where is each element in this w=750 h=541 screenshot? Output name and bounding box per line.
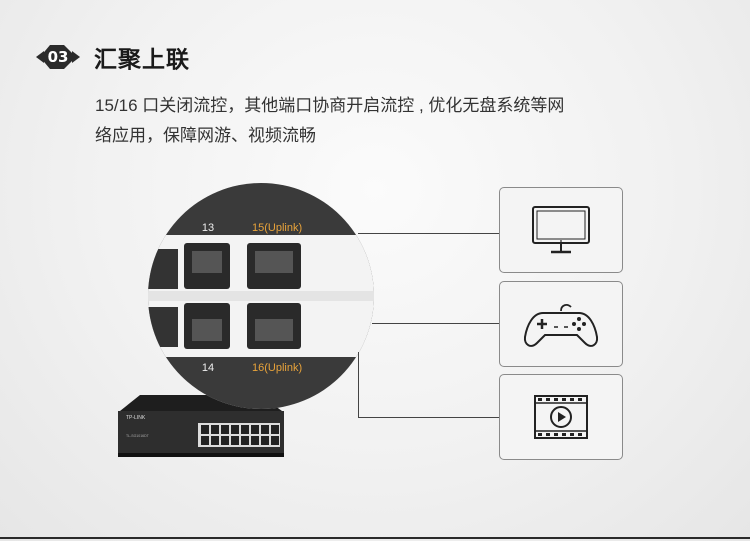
- port-number-14: 14: [202, 362, 214, 374]
- switch-port: [201, 425, 209, 434]
- switch-port: [231, 436, 239, 445]
- switch-port: [251, 425, 259, 434]
- switch-port: [201, 436, 209, 445]
- port-uplink-label-16: 16(Uplink): [252, 362, 302, 374]
- monitor-card: [499, 187, 623, 273]
- gamepad-card: [499, 281, 623, 367]
- section-number-badge: 03: [36, 42, 80, 72]
- bottom-divider: [0, 537, 750, 539]
- switch-port: [221, 436, 229, 445]
- switch-port: [241, 436, 249, 445]
- description-line-2: 络应用，保障网游、视频流畅: [95, 126, 316, 145]
- port-row-top: [148, 243, 301, 289]
- switch-brand-label: TP-LINK: [126, 415, 146, 421]
- video-play-icon: [534, 395, 588, 439]
- connector-line-monitor: [358, 233, 499, 234]
- badge-shape-icon: [36, 45, 80, 69]
- switch-model-label: TL-SG1016DT: [126, 434, 150, 438]
- gamepad-icon: [523, 304, 599, 347]
- port-number-13: 13: [202, 222, 214, 234]
- switch-port: [231, 425, 239, 434]
- switch-port-grid: [198, 423, 280, 447]
- switch-port: [261, 436, 269, 445]
- port-row-bottom: [148, 303, 301, 349]
- connector-line-gamepad: [372, 323, 499, 324]
- video-card: [499, 374, 623, 460]
- connector-line-video-vertical: [358, 352, 359, 418]
- connector-line-video: [358, 417, 499, 418]
- switch-port: [271, 436, 279, 445]
- port-zoom-circle: 13 15(Uplink) 14 16(Uplink): [148, 183, 374, 409]
- section-title: 汇聚上联: [94, 46, 190, 72]
- port-uplink-label-15: 15(Uplink): [252, 222, 302, 234]
- switch-port: [221, 425, 229, 434]
- section-description: 15/16 口关闭流控，其他端口协商开启流控 , 优化无盘系统等网 络应用，保障…: [95, 91, 715, 151]
- section-number: 03: [47, 48, 69, 66]
- monitor-icon: [532, 206, 590, 254]
- switch-port: [211, 425, 219, 434]
- switch-port: [271, 425, 279, 434]
- switch-port: [261, 425, 269, 434]
- switch-port: [251, 436, 259, 445]
- switch-port: [211, 436, 219, 445]
- description-line-1: 15/16 口关闭流控，其他端口协商开启流控 , 优化无盘系统等网: [95, 96, 565, 115]
- switch-port: [241, 425, 249, 434]
- section-header: 03 汇聚上联: [36, 40, 190, 74]
